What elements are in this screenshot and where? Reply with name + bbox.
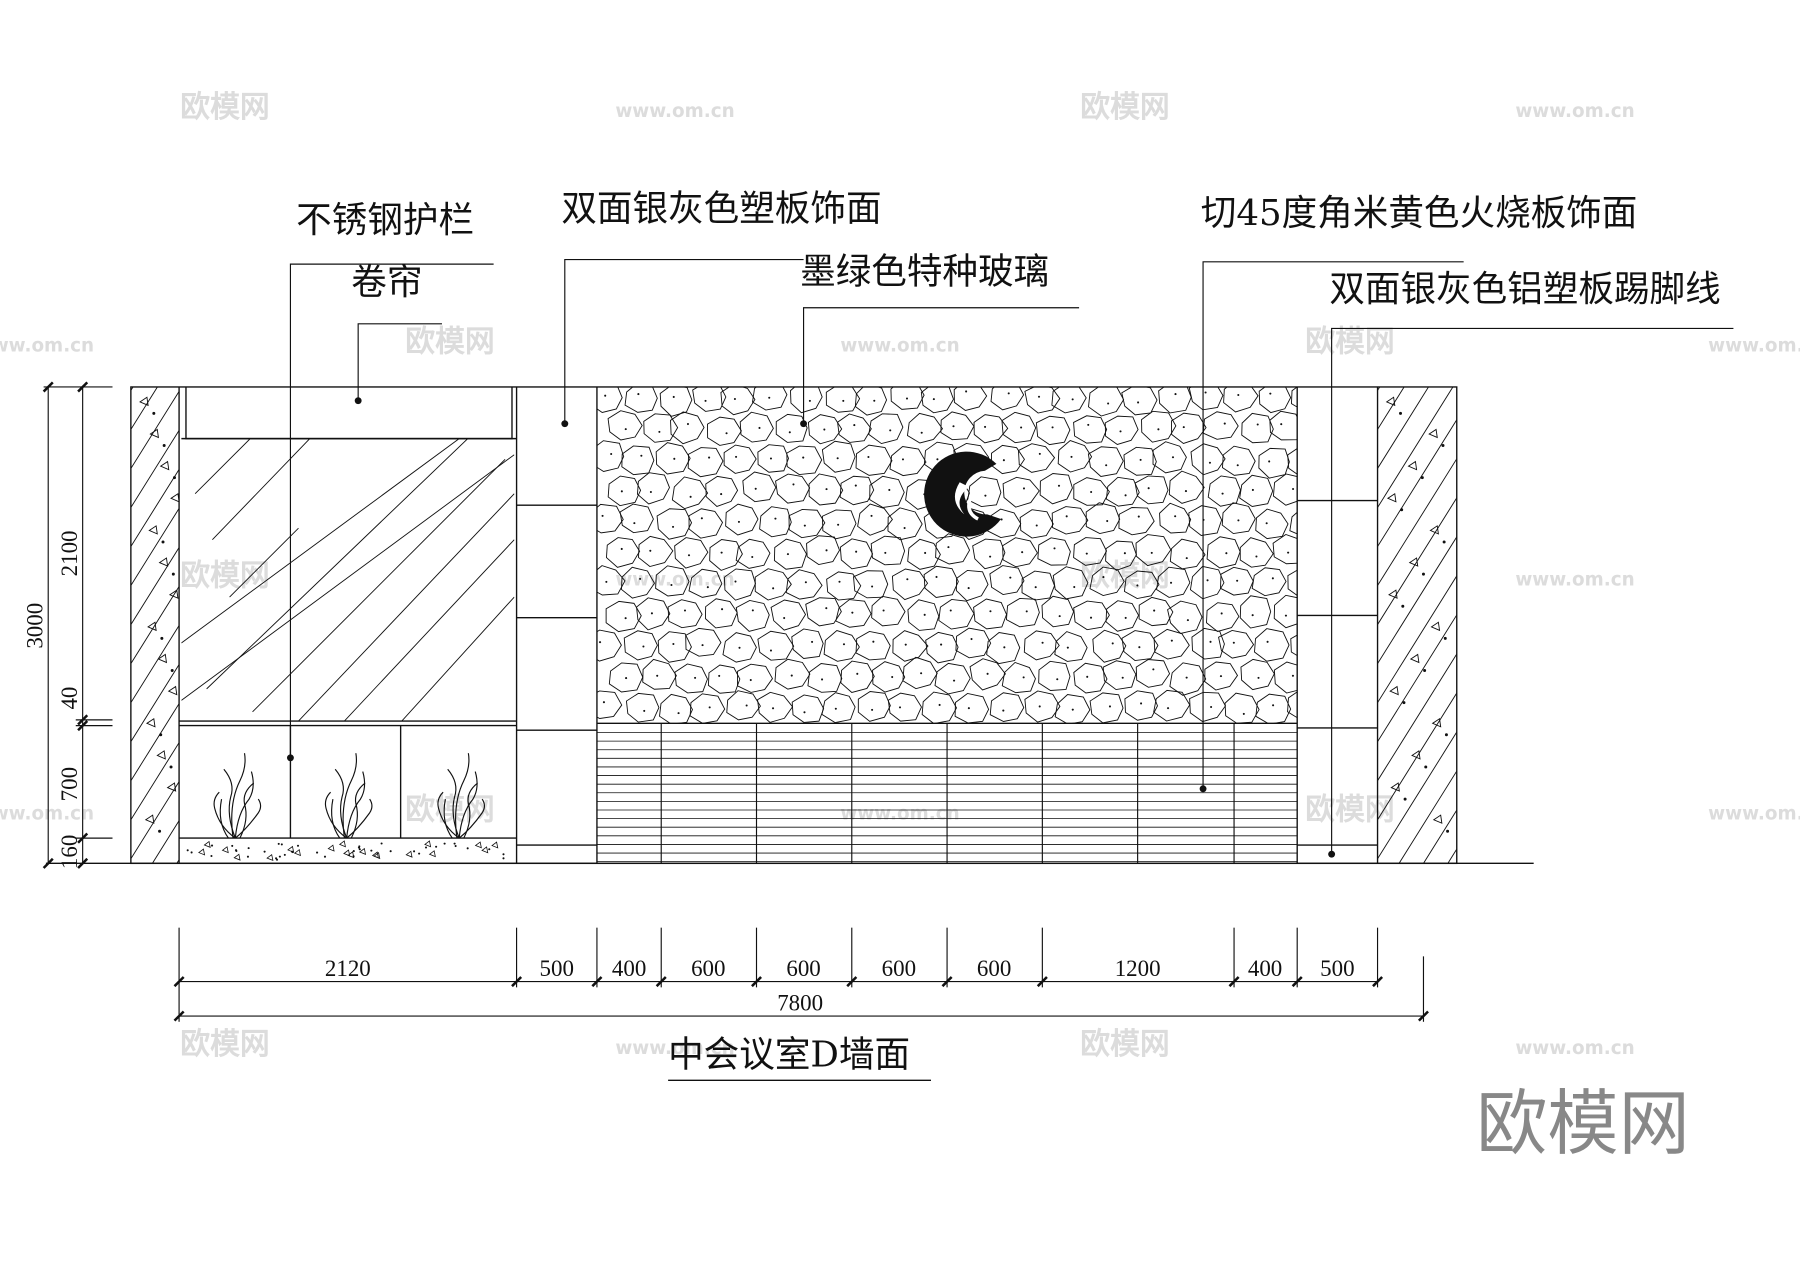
watermark-text: www.om.cn <box>615 1038 734 1059</box>
watermark-text: www.om.cn <box>0 804 94 825</box>
dim-v-2100: 2100 <box>57 530 82 576</box>
drawing-title: 中会议室D墙面 <box>668 1035 910 1076</box>
watermark-text: 欧模网 <box>1305 324 1394 359</box>
dim-400-a: 400 <box>612 956 646 981</box>
watermark-text: 欧模网 <box>1080 1027 1169 1062</box>
watermark-text: www.om.cn <box>1708 804 1800 825</box>
label-railing: 不锈钢护栏 <box>296 200 474 241</box>
leader-lines <box>289 258 1734 855</box>
watermark-text: www.om.cn <box>1515 570 1634 591</box>
concrete-hatch-right <box>1377 386 1457 864</box>
brand-watermark: 欧模网 <box>1476 1082 1689 1165</box>
label-green-glass: 墨绿色特种玻璃 <box>800 252 1049 293</box>
label-skirting: 双面银灰色铝塑板踢脚线 <box>1329 269 1720 310</box>
dim-v-40: 40 <box>57 687 82 710</box>
watermark-layer: 欧模网 www.om.cn 欧模网 www.om.cn 欧模网 www.om.cn 欧模网 w… <box>0 90 1800 1062</box>
elevation-outline <box>45 386 1534 865</box>
dimension-ticks <box>173 976 1429 1022</box>
watermark-text: 欧模网 <box>1080 90 1169 125</box>
watermark-text: www.om.cn <box>0 335 94 356</box>
plank-cladding <box>596 723 1298 864</box>
watermark-text: www.om.cn <box>840 335 959 356</box>
watermark-text: www.om.cn <box>615 570 734 591</box>
horizontal-dimension-lines <box>178 927 1425 1022</box>
dim-2120: 2120 <box>325 956 371 981</box>
dim-total-7800: 7800 <box>777 990 823 1015</box>
dim-v-3000: 3000 <box>22 603 47 649</box>
dim-400-b: 400 <box>1248 956 1282 981</box>
vertical-dimension-values: 3000 2100 40 700 160 <box>22 530 81 869</box>
dim-v-160: 160 <box>57 835 82 869</box>
leader-dots <box>286 397 1336 858</box>
dim-600-d: 600 <box>977 956 1011 981</box>
watermark-text: www.om.cn <box>1708 335 1800 356</box>
decorative-plants <box>213 753 486 839</box>
label-yellow-stone: 切45度角米黄色火烧板饰面 <box>1201 193 1638 234</box>
watermark-text: www.om.cn <box>840 804 959 825</box>
vertical-dimension-ticks <box>42 381 89 869</box>
watermark-text: www.om.cn <box>1515 101 1634 122</box>
dim-1200: 1200 <box>1115 956 1161 981</box>
watermark-text: 欧模网 <box>180 559 269 594</box>
label-silver-panel: 双面银灰色塑板饰面 <box>561 189 881 230</box>
watermark-text: 欧模网 <box>180 1027 269 1062</box>
watermark-text: www.om.cn <box>1515 1038 1634 1059</box>
watermark-text: 欧模网 <box>405 793 494 828</box>
dim-600-a: 600 <box>691 956 725 981</box>
horizontal-dimension-values: 2120 500 400 600 600 600 600 1200 400 50… <box>325 956 1355 1015</box>
watermark-text: 欧模网 <box>1305 793 1394 828</box>
dim-600-b: 600 <box>786 956 820 981</box>
dim-500-a: 500 <box>540 956 574 981</box>
label-curtain: 卷帘 <box>351 262 422 303</box>
dim-600-c: 600 <box>882 956 916 981</box>
dim-v-700: 700 <box>57 767 82 801</box>
base-speckle <box>186 840 505 862</box>
stone-pattern <box>596 386 1298 724</box>
concrete-hatch-left <box>130 386 180 864</box>
watermark-text: 欧模网 <box>405 324 494 359</box>
company-logo <box>924 451 1002 537</box>
glass-reflection <box>181 438 515 722</box>
dim-500-b: 500 <box>1320 956 1354 981</box>
watermark-text: 欧模网 <box>180 90 269 125</box>
watermark-text: www.om.cn <box>615 101 734 122</box>
